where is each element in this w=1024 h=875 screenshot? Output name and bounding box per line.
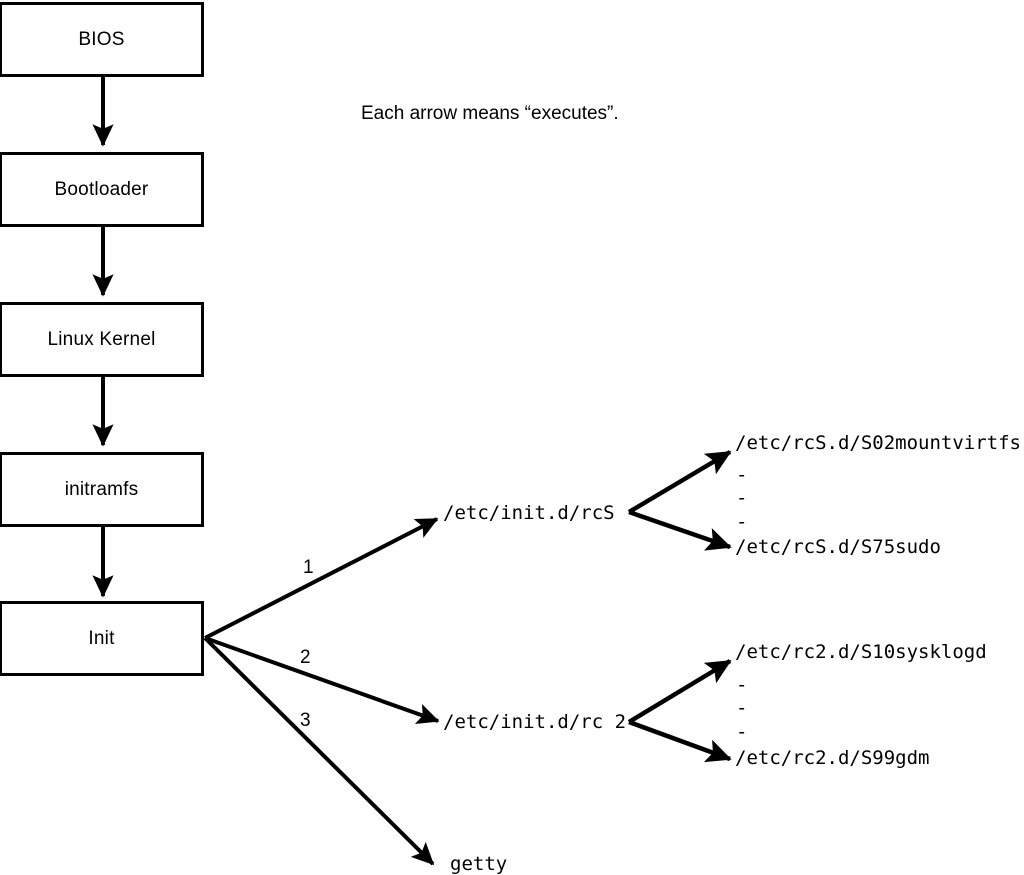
rc2-ellipsis-dash-3: - [736,721,748,743]
rc2-script-first[interactable]: /etc/rc2.d/S10sysklogd [735,641,987,663]
caption-executes: Each arrow means “executes”. [361,103,619,124]
node-linux-kernel-label: Linux Kernel [47,328,156,350]
edge-number-3: 3 [300,710,311,731]
arrow-rc2-to-first-script [627,659,732,724]
rcs-script-last[interactable]: /etc/rcS.d/S75sudo [735,536,941,558]
rc2-ellipsis-dash-2: - [736,697,748,719]
arrow-rcs-to-last-script [628,509,732,551]
node-bios-label: BIOS [78,28,125,50]
edge-number-2: 2 [300,647,311,668]
rc2-script-last[interactable]: /etc/rc2.d/S99gdm [735,747,930,769]
arrow-rcs-to-first-script [627,450,732,514]
rcs-ellipsis-dash-3: - [736,511,748,533]
node-getty[interactable]: getty [450,853,508,875]
rcs-ellipsis-dash-1: - [736,464,748,486]
arrow-init-to-getty [203,636,435,866]
arrow-init-to-rcs [204,517,439,640]
node-bootloader[interactable]: Bootloader [0,152,204,227]
node-init[interactable]: Init [0,601,204,676]
node-initramfs[interactable]: initramfs [0,452,204,527]
node-bios[interactable]: BIOS [0,2,204,77]
node-init-label: Init [88,627,115,649]
rc2-ellipsis-dash-1: - [736,674,748,696]
node-rc2-script[interactable]: /etc/init.d/rc 2 [443,711,627,733]
arrow-init-to-rc2 [204,636,440,725]
node-bootloader-label: Bootloader [54,178,149,200]
rcs-script-first[interactable]: /etc/rcS.d/S02mountvirtfs [735,432,1021,454]
node-rcs-script[interactable]: /etc/init.d/rcS [443,502,615,524]
edge-number-1: 1 [303,557,314,578]
rcs-ellipsis-dash-2: - [736,487,748,509]
arrow-rc2-to-last-script [628,719,732,763]
node-linux-kernel[interactable]: Linux Kernel [0,302,204,377]
node-initramfs-label: initramfs [64,478,139,500]
